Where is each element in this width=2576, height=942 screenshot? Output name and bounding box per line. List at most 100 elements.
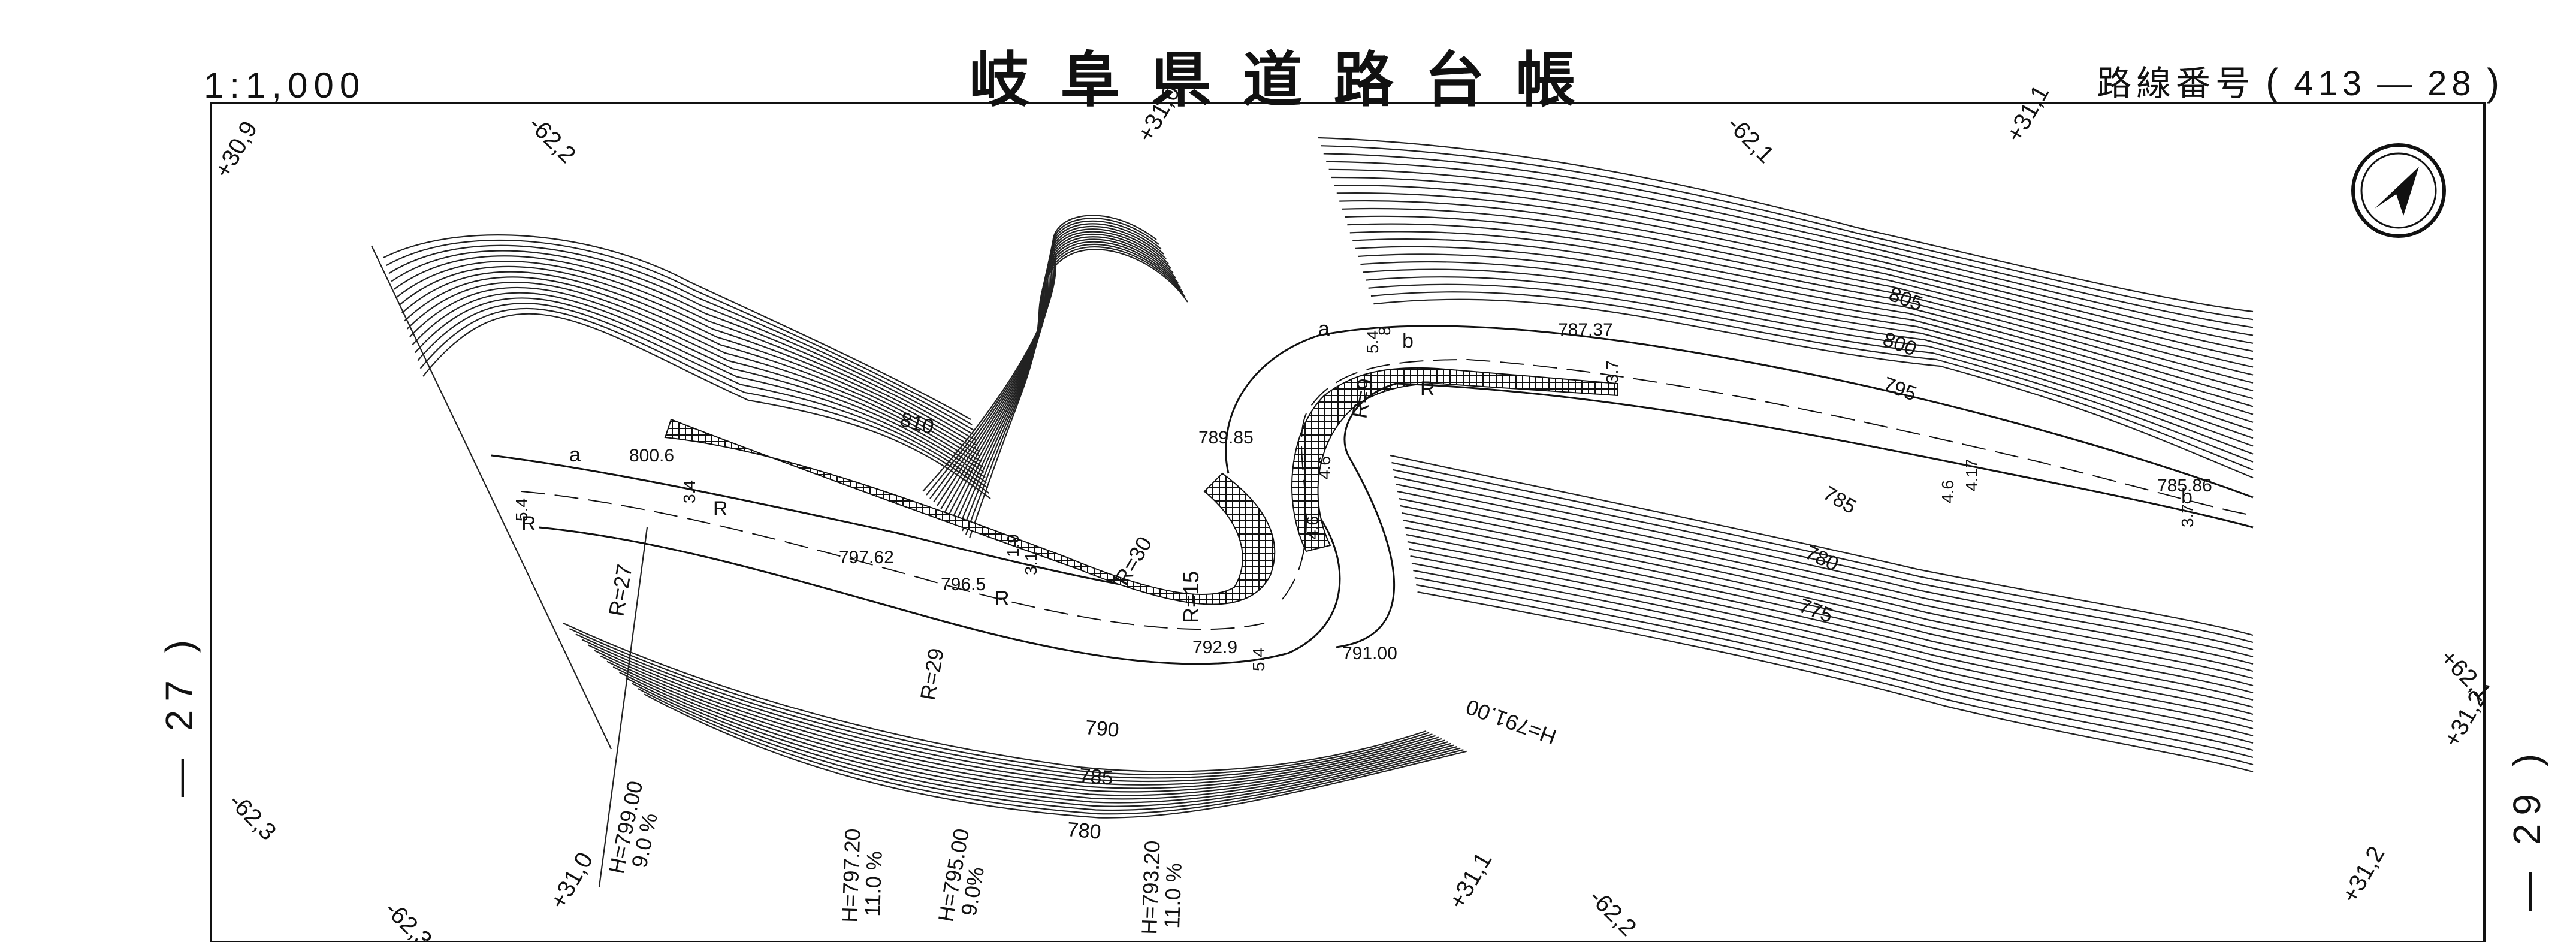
- curve-radius: R=30: [1109, 532, 1156, 590]
- contour-line: [404, 276, 982, 463]
- grid-mark: +30,9: [210, 117, 263, 183]
- road-edge-lower-left: [539, 515, 1341, 665]
- contour-line: [391, 250, 976, 436]
- contour-line: [1360, 261, 2254, 439]
- contour-line: [951, 236, 1176, 521]
- contour-label: 795: [1880, 373, 1919, 406]
- grid-mark: -62,1: [1722, 111, 1780, 168]
- map-annotations: +30,9-62,2+31,0-62,1+31,1-62,3+31,0-62,3…: [210, 81, 2497, 942]
- contour-line: [922, 215, 1157, 492]
- contour-line: [406, 282, 983, 468]
- contour-line: [575, 633, 1433, 779]
- contour-line: [1415, 584, 2254, 766]
- contour-line: [1321, 145, 2254, 321]
- width-dimension: 5.4: [512, 498, 531, 521]
- contour-line: [929, 220, 1162, 499]
- grid-mark: +31,1: [1444, 848, 1497, 914]
- road-edge-hairpin: [1225, 325, 2254, 499]
- curve-radius: R=15: [1179, 571, 1203, 623]
- contour-line: [638, 688, 1464, 815]
- contour-line: [388, 244, 974, 431]
- contour-line: [933, 223, 1164, 503]
- contour-line: [1399, 497, 2254, 680]
- contour-line: [940, 228, 1169, 510]
- elevation-point: 796.5: [941, 575, 986, 594]
- contour-line: [409, 286, 985, 473]
- contour-line: [588, 644, 1439, 786]
- contour-line: [631, 683, 1461, 811]
- contour-line: [1349, 231, 2254, 407]
- contour-line: [383, 234, 971, 420]
- contour-line: [1397, 490, 2254, 672]
- contour-line: [1363, 268, 2254, 447]
- curve-radius: R=27: [604, 563, 637, 618]
- elevation-point: 800.6: [629, 446, 674, 466]
- width-dimension: 5.4: [1363, 330, 1382, 354]
- map-symbol: R: [1420, 378, 1435, 400]
- route-dash: —: [2377, 64, 2417, 103]
- contour-line: [1336, 192, 2254, 368]
- contour-line: [1342, 207, 2254, 384]
- width-dimension: 4.17: [1962, 459, 1981, 492]
- contour-line: [401, 271, 980, 457]
- contour-line: [1404, 526, 2254, 708]
- contour-label: 785: [1819, 482, 1860, 518]
- contour-label: 790: [1084, 716, 1120, 742]
- contour-line: [1396, 483, 2254, 665]
- contour-line: [385, 239, 973, 425]
- contour-line: [1370, 291, 2254, 471]
- contour-line: [600, 655, 1445, 793]
- contour-line: [1403, 519, 2254, 701]
- contour-line: [968, 249, 1188, 539]
- contour-line: [422, 313, 991, 499]
- contour-line: [417, 303, 989, 489]
- contour-line: [947, 233, 1174, 517]
- map-symbol: b: [1402, 330, 1414, 352]
- contour-line: [965, 246, 1186, 535]
- contour-line: [1334, 185, 2254, 360]
- map-symbol: R: [521, 512, 536, 535]
- contour-line: [419, 307, 990, 494]
- contour-lines: [371, 137, 2254, 887]
- contour-line: [1417, 591, 2254, 773]
- contour-line: [1339, 200, 2254, 376]
- contour-line: [1413, 569, 2254, 751]
- grade-elevation: H=793.20: [1137, 840, 1164, 935]
- contour-line: [1331, 176, 2254, 352]
- grid-mark: -62,2: [1584, 884, 1642, 941]
- contour-label: 780: [1066, 818, 1102, 844]
- contour-line: [1352, 238, 2254, 415]
- map-scale: 1:1,000: [204, 65, 366, 105]
- width-dimension: 5.4: [1249, 648, 1268, 671]
- road-edge-upper-left: [491, 454, 1266, 600]
- contour-line: [1401, 512, 2254, 694]
- contour-line: [1391, 461, 2254, 644]
- contour-line: [625, 677, 1458, 807]
- retaining-wall-hairpin: [1291, 367, 1618, 552]
- contour-line: [954, 238, 1179, 524]
- grade-elevation: H=797.20: [837, 828, 865, 923]
- route-open-paren: (: [2266, 61, 2284, 104]
- grid-mark: +31,2: [2337, 842, 2390, 908]
- route-label: 路線番号: [2097, 64, 2255, 103]
- curve-radius: R=29: [916, 647, 949, 702]
- contour-line: [412, 292, 986, 478]
- grade-elevation: H=791.00: [1463, 695, 1560, 750]
- contour-line: [944, 231, 1171, 514]
- north-arrow-icon: [2351, 143, 2446, 238]
- contour-line: [1373, 298, 2254, 479]
- route-number-block: 路線番号 ( 413 — 28 ): [2097, 55, 2504, 105]
- contour-line: [937, 225, 1167, 506]
- contour-line: [1400, 505, 2254, 687]
- contour-line: [563, 623, 1427, 772]
- grid-mark: +31,0: [1133, 81, 1186, 147]
- elevation-point: 787.37: [1558, 320, 1613, 340]
- route-close-paren: ): [2486, 61, 2504, 104]
- width-dimension: 8: [1375, 326, 1394, 336]
- road-edge-hairpin-outer: [1336, 382, 2254, 648]
- contour-line: [396, 260, 978, 446]
- contour-line: [581, 639, 1436, 783]
- road-centerline-left: [521, 491, 1265, 630]
- contour-line: [398, 265, 979, 452]
- grid-mark: -62,3: [380, 896, 437, 942]
